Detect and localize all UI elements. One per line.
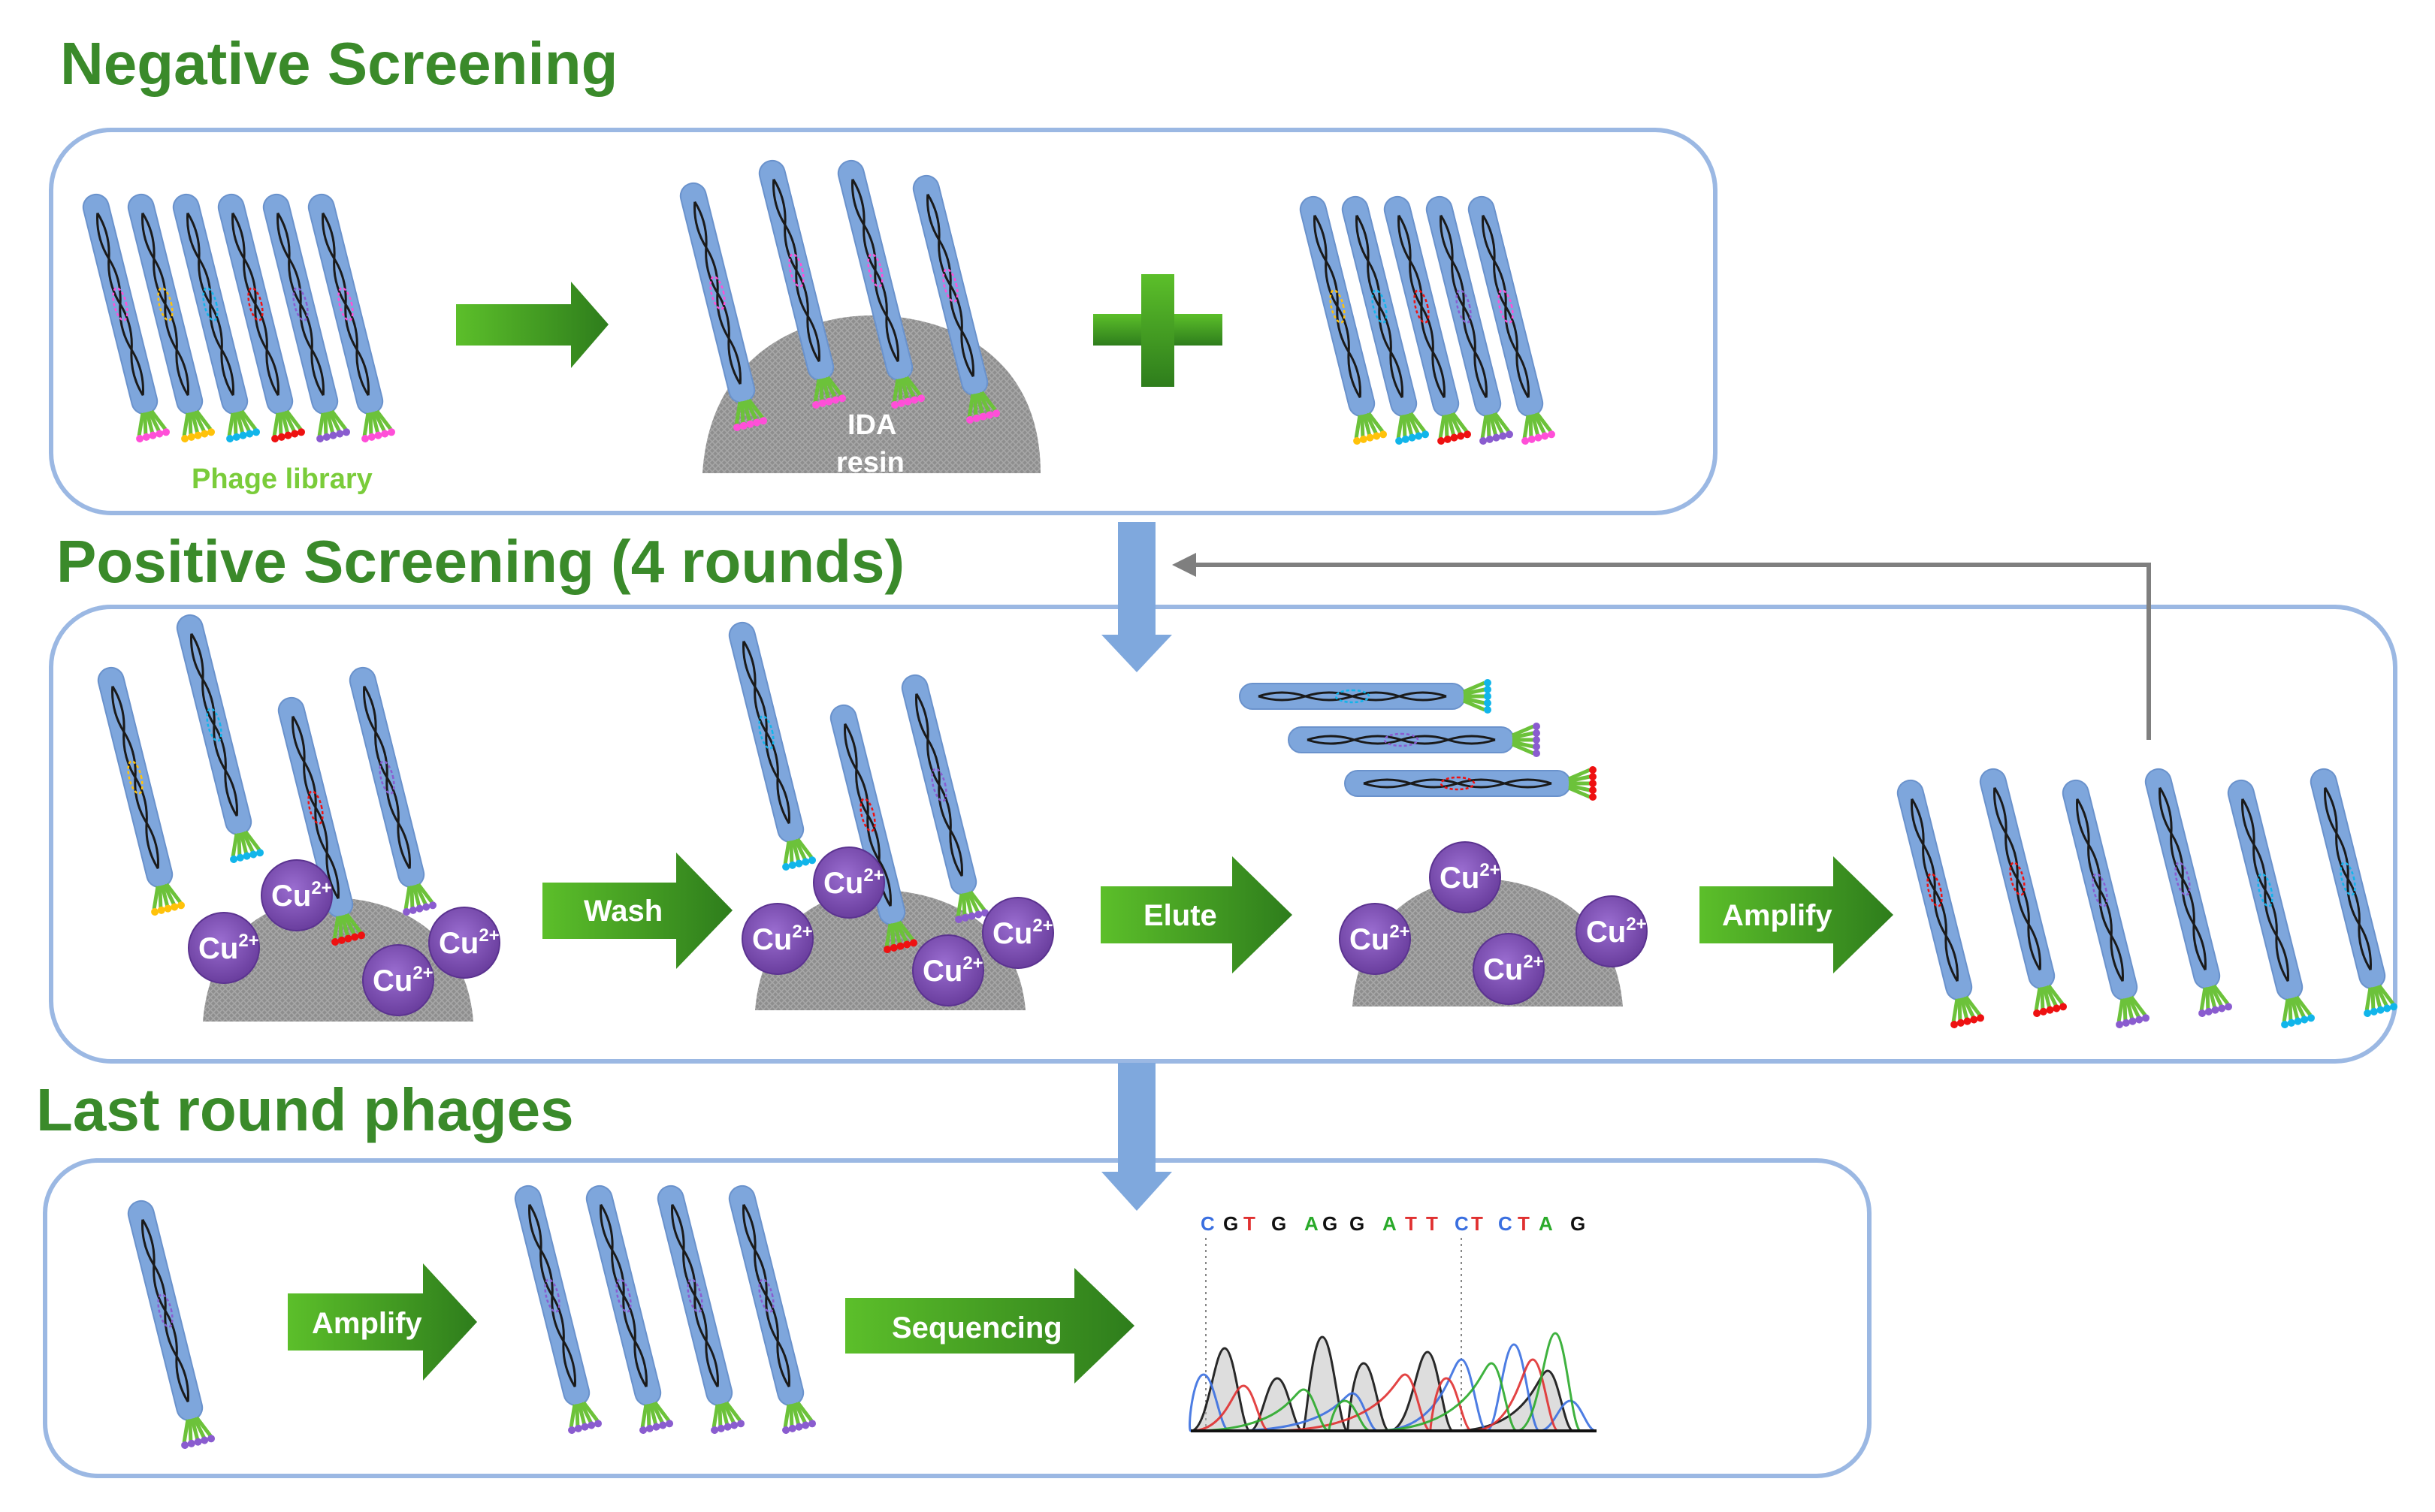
arrow-negative-1 [456, 282, 609, 368]
copper-ion-layer: Cu2+Cu2+Cu2+Cu2+Cu2+Cu2+Cu2+Cu2+Cu2+Cu2+… [188, 841, 1648, 1016]
sequence-base-4: G [1271, 1212, 1286, 1235]
copper-ion-8: Cu2+ [982, 897, 1054, 969]
sequence-base-5: A [1304, 1212, 1319, 1235]
binding-phage-3 [277, 696, 366, 946]
sequence-base-7: G [1349, 1212, 1364, 1235]
ida-label: IDA [847, 409, 896, 441]
sequence-base-15: A [1539, 1212, 1553, 1235]
last-round-phage [127, 1200, 216, 1450]
sequence-base-11: C [1455, 1212, 1469, 1235]
sequence-base-2: G [1223, 1212, 1238, 1235]
phage-layer [82, 159, 2398, 1450]
sequence-base-14: T [1518, 1212, 1530, 1235]
elute-arrow-label: Elute [1143, 899, 1217, 932]
sequence-base-10: T [1426, 1212, 1438, 1235]
eluted-phage-1 [1239, 679, 1491, 714]
resin-bound-phage-1 [679, 182, 768, 432]
copper-ion-1: Cu2+ [261, 859, 333, 931]
library-phage-4 [217, 193, 306, 443]
sequence-base-8: A [1382, 1212, 1397, 1235]
sequence-base-1: C [1201, 1212, 1215, 1235]
copper-ion-3: Cu2+ [362, 944, 434, 1016]
amplify-arrow-2[interactable]: Amplify [288, 1263, 477, 1381]
copper-ion-6: Cu2+ [742, 903, 814, 975]
final-amplified-phage-3 [657, 1185, 745, 1435]
elute-arrow[interactable]: Elute [1101, 856, 1292, 973]
library-phage-6 [307, 193, 396, 443]
unbound-phage-2 [1341, 195, 1430, 445]
positive-screening-panel [49, 605, 2397, 1064]
unbound-phage-1 [1299, 195, 1388, 445]
svg-text:Cu2+: Cu2+ [1586, 914, 1647, 949]
negative-screening-title: Negative Screening [60, 30, 618, 97]
plus-icon [1093, 274, 1222, 387]
last-round-title: Last round phages [36, 1076, 574, 1143]
svg-text:Cu2+: Cu2+ [1483, 952, 1544, 986]
sequencing-arrow-label: Sequencing [892, 1311, 1062, 1345]
eluted-phage-2 [1288, 723, 1540, 757]
final-amplified-phage-1 [514, 1185, 603, 1435]
unbound-phage-3 [1383, 195, 1472, 445]
final-amplified-phage-4 [728, 1185, 817, 1435]
library-phage-3 [172, 193, 261, 443]
copper-ion-11: Cu2+ [1473, 933, 1545, 1005]
resin-bound-phage-3 [837, 159, 926, 409]
library-phage-2 [127, 193, 216, 443]
amplified-phage-5 [2227, 779, 2316, 1029]
sequence-base-13: C [1498, 1212, 1512, 1235]
copper-ion-5: Cu2+ [813, 847, 885, 919]
wash-arrow-label: Wash [584, 895, 663, 928]
binding-phage-4 [349, 666, 437, 916]
copper-ion-2: Cu2+ [188, 912, 260, 984]
amplified-phage-3 [2062, 779, 2150, 1029]
sequence-base-6: G [1322, 1212, 1337, 1235]
amplify-arrow[interactable]: Amplify [1699, 856, 1893, 973]
sequence-base-12: T [1471, 1212, 1483, 1235]
unbound-phage-4 [1425, 195, 1514, 445]
sequencing-arrow[interactable]: Sequencing [845, 1268, 1134, 1384]
amplified-phage-2 [1979, 768, 2068, 1018]
copper-ion-9: Cu2+ [1429, 841, 1501, 913]
amplify-arrow-2-label: Amplify [312, 1307, 422, 1340]
amplified-phage-1 [1896, 779, 1985, 1029]
amplified-phage-6 [2310, 768, 2398, 1018]
unbound-phage-5 [1467, 195, 1556, 445]
copper-ion-7: Cu2+ [912, 934, 984, 1006]
phage-library-label: Phage library [192, 463, 373, 495]
final-amplified-phage-2 [585, 1185, 674, 1435]
copper-ion-10: Cu2+ [1339, 903, 1411, 975]
library-phage-5 [262, 193, 351, 443]
resin-bound-phage-4 [912, 174, 1001, 424]
amplify-arrow-label: Amplify [1722, 899, 1832, 932]
sequence-base-3: T [1243, 1212, 1255, 1235]
recycle-loop-arrowhead [1172, 553, 1196, 577]
down-arrow-2 [1101, 1063, 1172, 1211]
binding-phage-2 [176, 614, 264, 864]
sequence-base-9: T [1405, 1212, 1417, 1235]
resin-label: resin [836, 447, 905, 478]
recycle-loop-line [1183, 563, 2151, 740]
eluted-phage-3 [1344, 766, 1597, 801]
washed-phage-1 [728, 621, 817, 871]
amplified-phage-4 [2144, 768, 2233, 1018]
copper-ion-4: Cu2+ [428, 907, 500, 979]
down-arrow-1 [1101, 522, 1172, 672]
positive-screening-title: Positive Screening (4 rounds) [56, 528, 905, 595]
resin-bound-phage-2 [758, 159, 847, 409]
binding-phage-1 [97, 666, 186, 916]
svg-text:Cu2+: Cu2+ [1440, 860, 1500, 895]
copper-ion-12: Cu2+ [1575, 895, 1648, 967]
washed-phage-3 [901, 674, 989, 924]
sequence-base-16: G [1570, 1212, 1585, 1235]
library-phage-1 [82, 193, 171, 443]
wash-arrow[interactable]: Wash [542, 853, 733, 969]
